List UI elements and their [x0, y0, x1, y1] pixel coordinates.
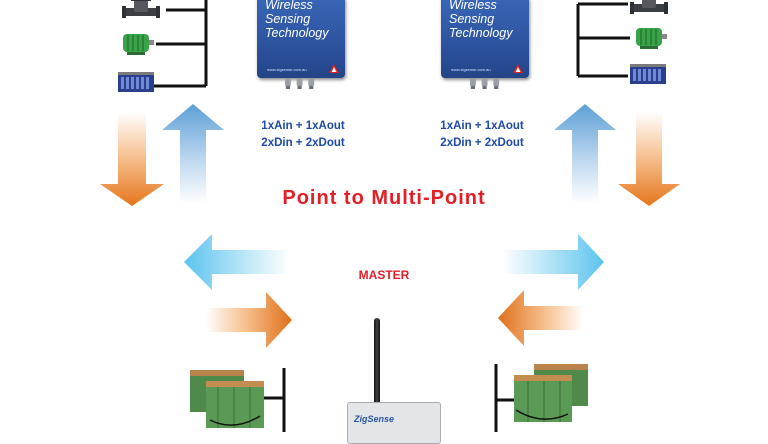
arrow-down-right	[618, 112, 680, 206]
arrow-left-orange	[498, 290, 584, 346]
device-url: www.zigsense.com.au	[267, 67, 307, 72]
master-brand: ZigSense	[354, 414, 395, 424]
device-text-line: Wireless	[449, 0, 497, 12]
device-text: Wireless Sensing Technology	[265, 0, 343, 40]
wireless-device-right: Wireless Sensing Technology www.zigsense…	[441, 0, 529, 78]
device-text-line: Sensing	[449, 12, 495, 26]
io-line: 1xAin + 1xAout	[261, 120, 345, 132]
device-connectors-right	[470, 79, 500, 89]
device-text-line: Technology	[449, 26, 513, 40]
io-line: 2xDin + 2xDout	[440, 137, 524, 149]
arrow-down-left	[100, 112, 164, 206]
master-label: MASTER	[358, 268, 410, 282]
valve-icon	[630, 0, 668, 14]
warning-triangle-icon	[329, 64, 339, 73]
diagram-graphics	[100, 0, 680, 432]
plc-icon	[630, 64, 666, 84]
arrow-up-right	[554, 104, 616, 204]
master-device: ZigSense	[347, 402, 441, 444]
tank-sensor-icon	[514, 364, 588, 422]
device-text-line: Technology	[265, 26, 329, 40]
device-url: www.zigsense.com.au	[451, 67, 491, 72]
plc-icon	[118, 72, 154, 92]
connection-lines-right	[576, 2, 630, 78]
device-text-line: Wireless	[265, 0, 313, 12]
wireless-device-left: Wireless Sensing Technology www.zigsense…	[257, 0, 345, 78]
io-line: 2xDin + 2xDout	[261, 137, 345, 149]
device-text: Wireless Sensing Technology	[449, 0, 527, 40]
warning-triangle-icon	[513, 64, 523, 73]
arrow-up-left	[162, 104, 224, 204]
motor-icon	[636, 28, 667, 49]
master-antenna	[374, 318, 380, 404]
connection-lines-left	[154, 0, 208, 88]
io-spec-right: 1xAin + 1xAout 2xDin + 2xDout	[427, 118, 537, 152]
tank-sensor-icon	[190, 370, 264, 428]
io-spec-left: 1xAin + 1xAout 2xDin + 2xDout	[248, 118, 358, 152]
device-connectors-left	[285, 79, 315, 89]
motor-icon	[123, 34, 154, 55]
diagram-title: Point to Multi-Point	[282, 187, 486, 209]
arrow-right-orange	[206, 292, 292, 348]
valve-icon	[122, 0, 160, 18]
arrow-left-cyan	[184, 234, 290, 290]
arrow-right-cyan	[502, 234, 604, 290]
device-text-line: Sensing	[265, 12, 311, 26]
io-line: 1xAin + 1xAout	[440, 120, 524, 132]
